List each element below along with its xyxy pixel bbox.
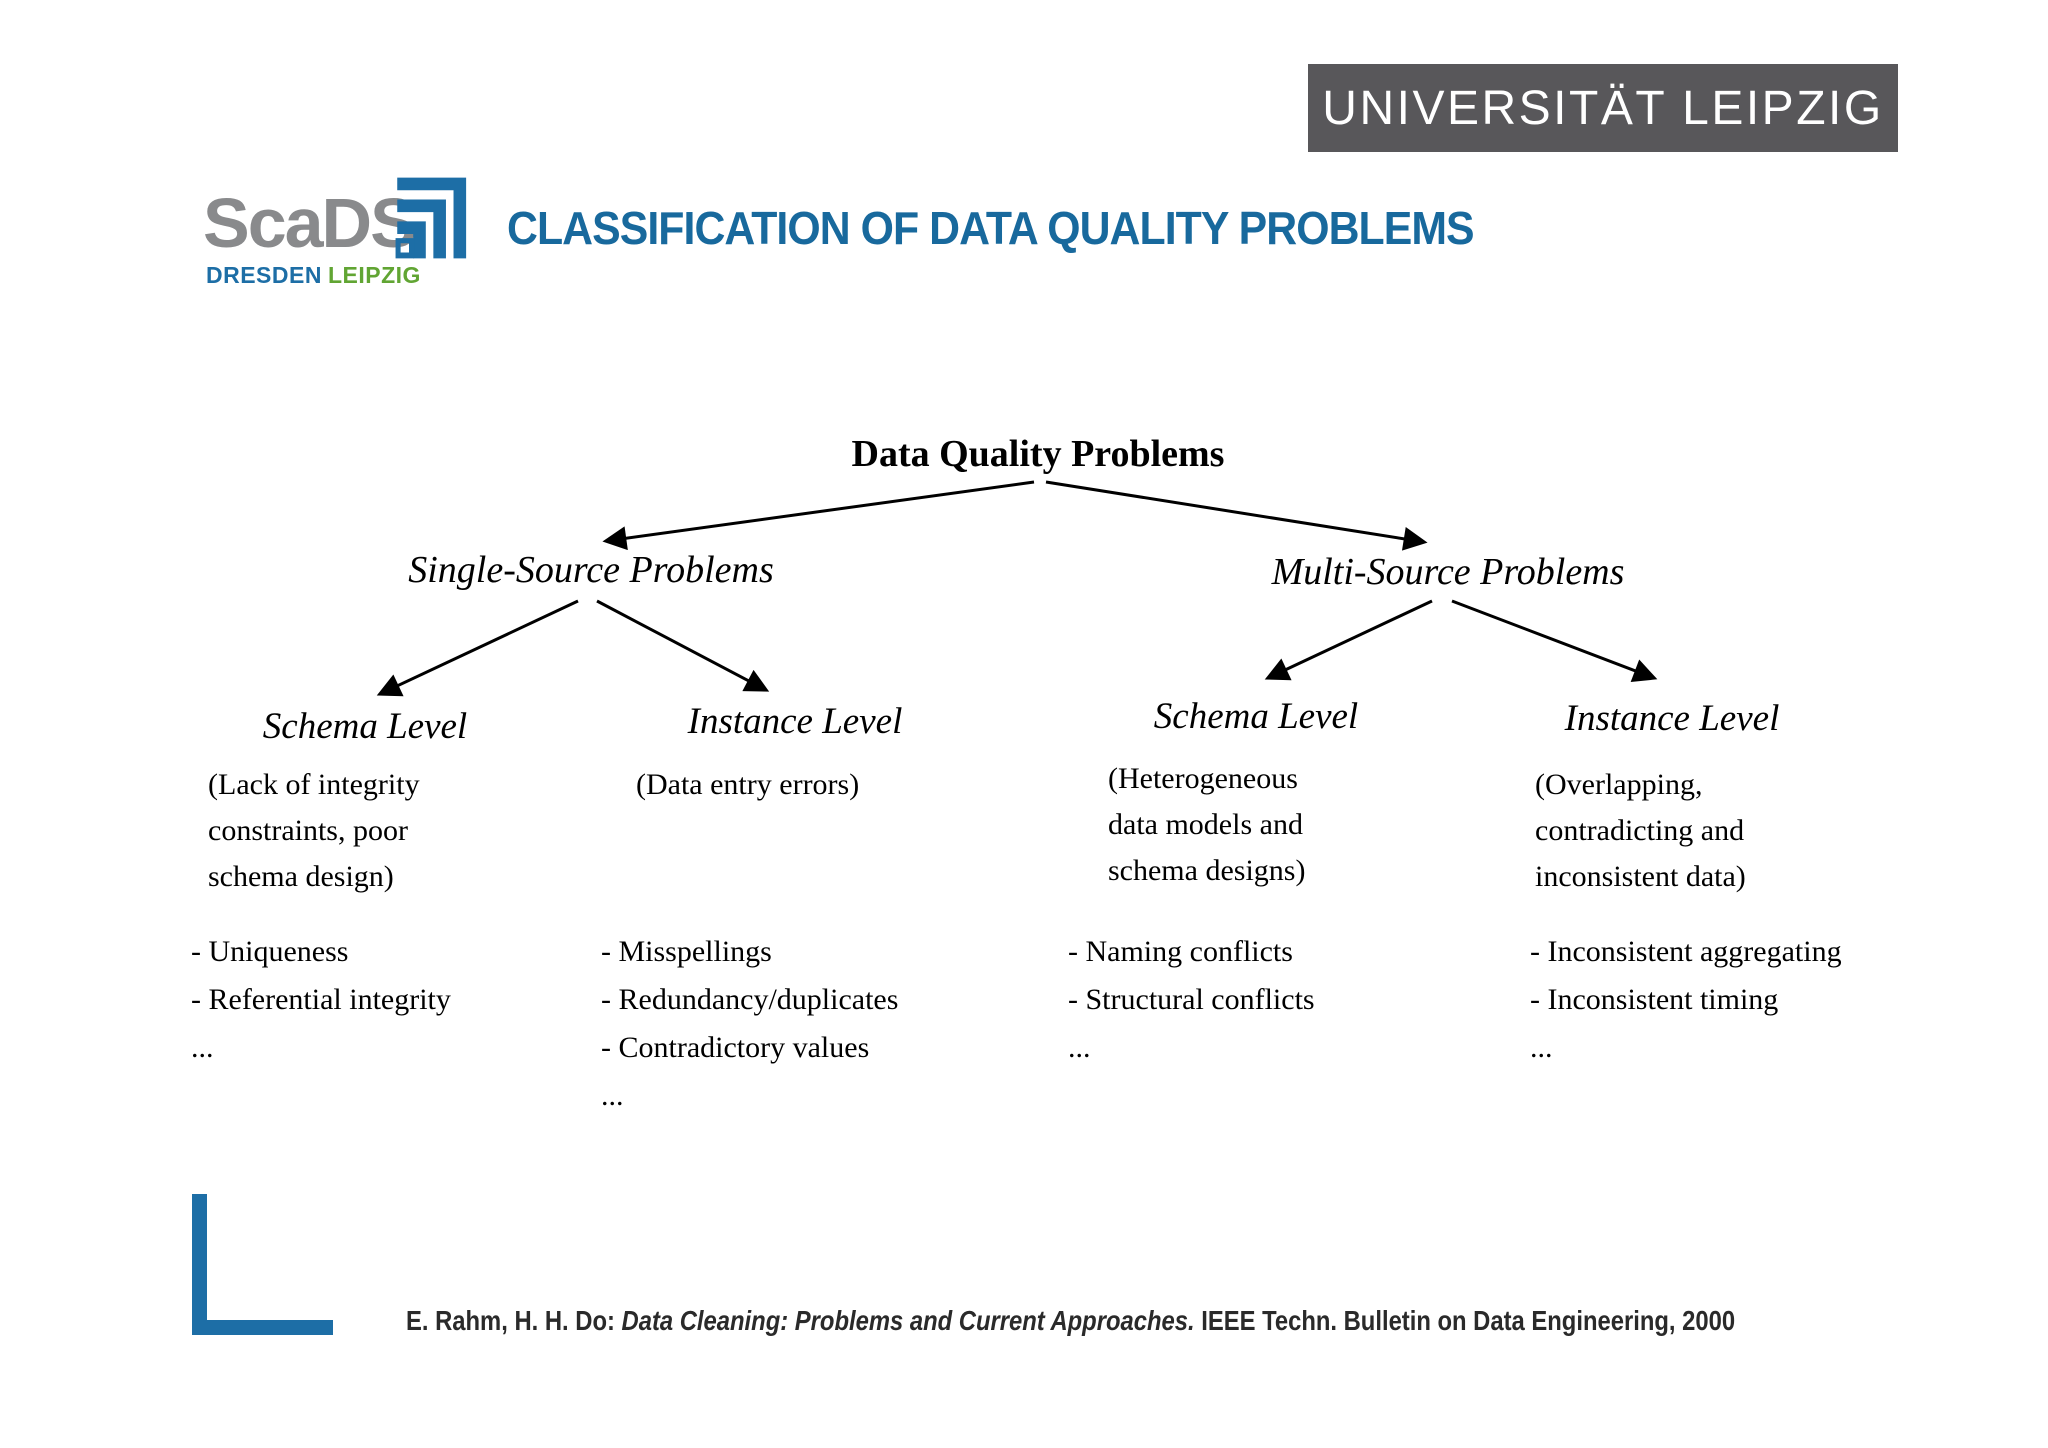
branch-multi-source-label: Multi-Source Problems bbox=[1271, 551, 1625, 593]
connector-multi-to-schema bbox=[1264, 599, 1433, 681]
multi-schema-items: - Naming conflicts - Structural conflict… bbox=[1068, 935, 1315, 1064]
single-instance-description: (Data entry errors) bbox=[636, 768, 860, 801]
single-instance-items: - Misspellings - Redundancy/duplicates -… bbox=[601, 935, 899, 1112]
scads-city-dresden: DRESDEN bbox=[206, 262, 322, 288]
multi-schema-description: (Heterogeneous data models and schema de… bbox=[1108, 762, 1306, 887]
page-title: CLASSIFICATION OF DATA QUALITY PROBLEMS bbox=[507, 202, 1475, 254]
connector-single-to-instance bbox=[596, 599, 770, 692]
scads-city-leipzig: LEIPZIG bbox=[327, 262, 421, 288]
citation: E. Rahm, H. H. Do: Data Cleaning: Proble… bbox=[406, 1305, 1735, 1337]
connector-root-to-single-source bbox=[602, 480, 1035, 551]
branch-single-source-label: Single-Source Problems bbox=[408, 549, 774, 591]
citation-authors: E. Rahm, H. H. Do: bbox=[406, 1305, 622, 1336]
multi-instance-description: (Overlapping, contradicting and inconsis… bbox=[1535, 768, 1746, 893]
multi-instance-items: - Inconsistent aggregating - Inconsisten… bbox=[1530, 935, 1842, 1064]
scads-bars-icon bbox=[395, 177, 467, 259]
citation-publication: IEEE Techn. Bulletin on Data Engineering… bbox=[1194, 1305, 1736, 1336]
scads-wordmark: ScaDS bbox=[203, 184, 417, 262]
connector-single-to-schema bbox=[376, 599, 579, 697]
single-schema-description: (Lack of integrity constraints, poor sch… bbox=[208, 768, 420, 893]
single-schema-items: - Uniqueness - Referential integrity ... bbox=[191, 935, 451, 1064]
university-leipzig-label: UNIVERSITÄT LEIPZIG bbox=[1322, 81, 1884, 135]
connector-root-to-multi-source bbox=[1045, 480, 1428, 551]
corner-mark-vertical bbox=[192, 1194, 207, 1335]
corner-mark-horizontal bbox=[192, 1320, 333, 1335]
single-instance-level-label: Instance Level bbox=[687, 701, 903, 742]
multi-instance-level-label: Instance Level bbox=[1564, 698, 1780, 739]
citation-title: Data Cleaning: Problems and Current Appr… bbox=[621, 1305, 1195, 1336]
multi-schema-level-label: Schema Level bbox=[1153, 696, 1359, 737]
single-schema-level-label: Schema Level bbox=[262, 706, 468, 747]
connector-multi-to-instance bbox=[1451, 599, 1658, 682]
tree-root-label: Data Quality Problems bbox=[851, 433, 1225, 475]
university-leipzig-banner: UNIVERSITÄT LEIPZIG bbox=[1308, 64, 1898, 152]
